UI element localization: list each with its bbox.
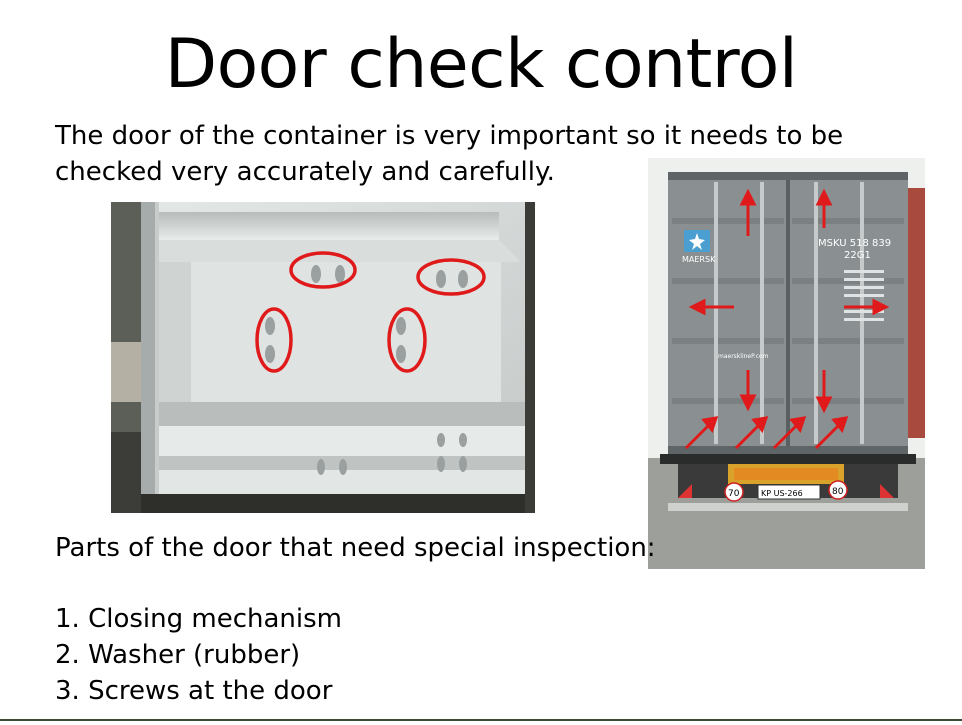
container-number: MSKU 518 839: [818, 238, 891, 249]
marker-circle-mid-right: [387, 307, 427, 373]
list-item: 2. Washer (rubber): [55, 640, 301, 670]
marker-circle-top-left: [289, 251, 357, 289]
parts-heading: Parts of the door that need special insp…: [55, 533, 656, 563]
website-label: maersklineP.com: [718, 353, 769, 360]
marker-circle-top-right: [416, 258, 486, 296]
truck-rear-photo: MAERSK MSKU 518 839 22G1 maersklineP.com…: [648, 158, 925, 569]
parts-list: 1. Closing mechanism 2. Washer (rubber) …: [55, 601, 342, 709]
plate-right: 80: [832, 487, 844, 497]
plate-center: KP US-266: [761, 489, 803, 498]
door-closeup-photo: [111, 202, 535, 513]
plate-left: 70: [728, 489, 740, 499]
footer-divider: [0, 719, 962, 721]
list-item: 3. Screws at the door: [55, 676, 333, 706]
marker-circle-mid-left: [255, 307, 293, 373]
intro-text: The door of the container is very import…: [55, 121, 844, 187]
container-code: 22G1: [844, 250, 871, 261]
brand-label: MAERSK: [682, 255, 716, 264]
slide-title: Door check control: [164, 25, 798, 104]
list-item: 1. Closing mechanism: [55, 604, 342, 634]
